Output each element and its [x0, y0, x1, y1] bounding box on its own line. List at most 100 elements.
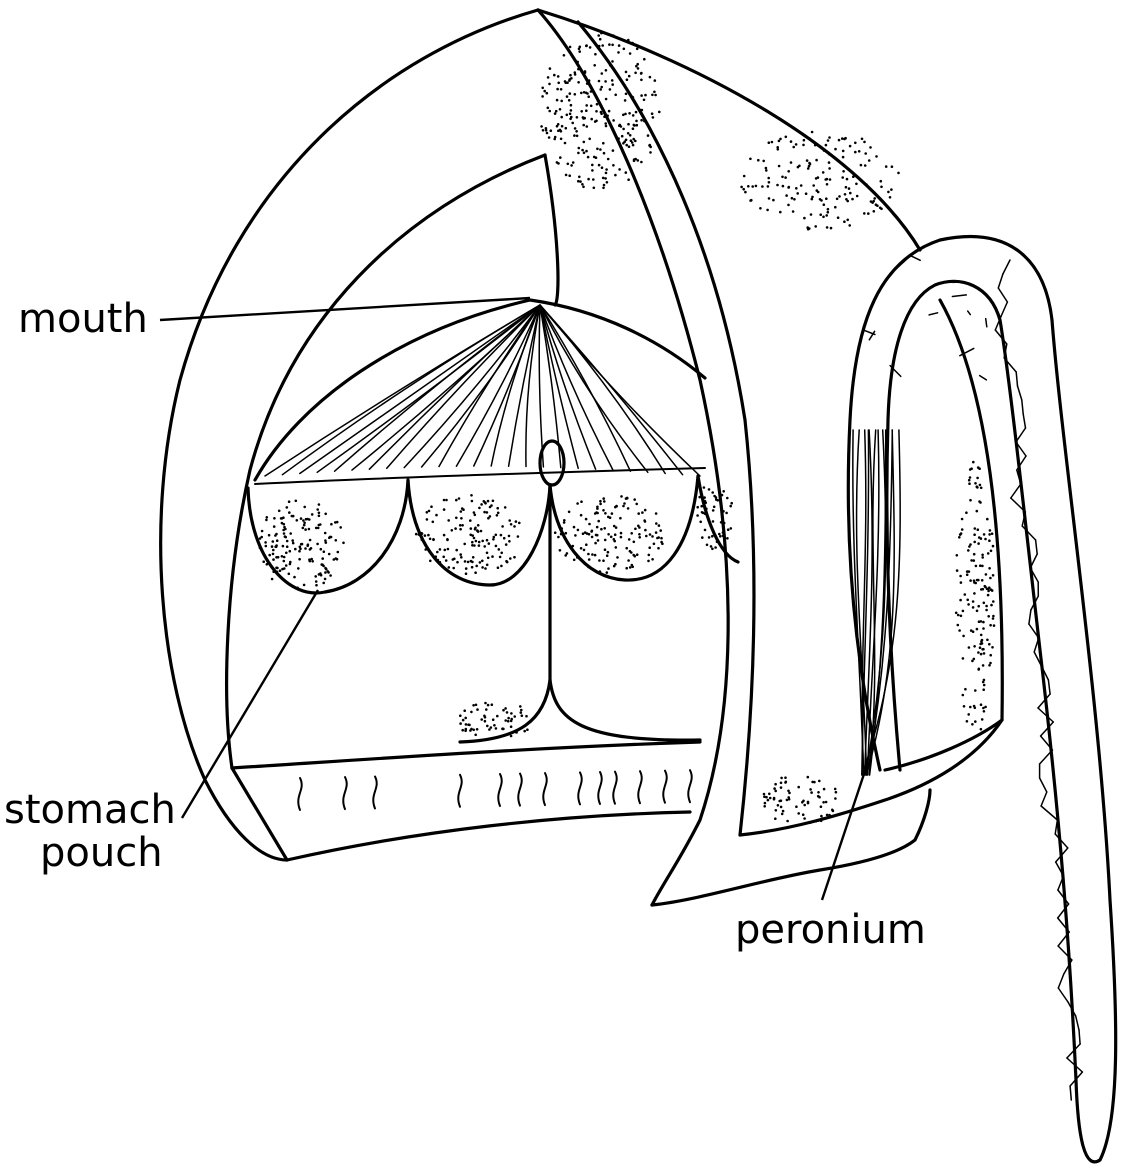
- stipple-dot: [956, 554, 959, 557]
- stipple-dot: [635, 111, 638, 114]
- stipple-dot: [630, 532, 633, 535]
- stipple-dot: [596, 506, 599, 509]
- tentacle-strand: [929, 313, 938, 315]
- stipple-dot: [814, 225, 817, 228]
- stipple-dot: [495, 534, 498, 537]
- stipple-dot: [303, 524, 306, 527]
- stipple-dot: [612, 149, 615, 152]
- tentacle-strand: [1003, 260, 1010, 274]
- stipple-dot: [987, 590, 990, 593]
- stipple-dot: [591, 530, 594, 533]
- stipple-dot: [583, 91, 586, 94]
- stipple-dot: [607, 533, 610, 536]
- stipple-dot: [627, 178, 630, 181]
- tentacle-strand: [1041, 806, 1057, 820]
- tentacle-strand: [1079, 1030, 1080, 1044]
- stipple-dot: [981, 718, 984, 721]
- stipple-dot: [493, 724, 496, 727]
- stipple-dot: [956, 569, 959, 572]
- stipple-dot: [978, 668, 981, 671]
- stipple-dot: [564, 554, 567, 557]
- stipple-dot: [803, 139, 806, 142]
- stipple-dot: [459, 714, 462, 717]
- stipple-dot: [301, 543, 304, 546]
- stipple-dot: [597, 34, 600, 37]
- stipple-dot: [587, 178, 590, 181]
- stipple-dot: [578, 50, 581, 53]
- stipple-dot: [596, 148, 599, 151]
- stipple-dot: [649, 533, 652, 536]
- stipple-dot: [844, 193, 847, 196]
- stipple-dot: [699, 521, 702, 524]
- stipple-dot: [594, 120, 597, 123]
- stipple-dot: [834, 797, 837, 800]
- stipple-dot: [459, 524, 462, 527]
- stipple-dot: [708, 536, 711, 539]
- stipple-dot: [803, 804, 806, 807]
- stipple-dot: [643, 519, 646, 522]
- stipple-dot: [288, 511, 291, 514]
- stipple-dot: [890, 188, 893, 191]
- stipple-dot: [637, 67, 640, 70]
- stipple-dot: [429, 560, 432, 563]
- stipple-dot: [611, 60, 614, 63]
- stipple-dot: [507, 717, 510, 720]
- stipple-dot: [548, 110, 551, 113]
- stomach-pouch-stipple: [259, 486, 838, 824]
- stipple-dot: [730, 502, 733, 505]
- manubrium-fibre: [539, 305, 543, 467]
- stipple-dot: [303, 522, 306, 525]
- manubrium-fibre: [540, 305, 613, 470]
- stipple-dot: [989, 577, 992, 580]
- stipple-dot: [880, 186, 883, 189]
- stipple-dot: [426, 511, 429, 514]
- stipple-dot: [330, 536, 333, 539]
- stipple-dot: [588, 138, 591, 141]
- stipple-dot: [281, 555, 284, 558]
- stipple-dot: [587, 553, 590, 556]
- stipple-dot: [810, 213, 813, 216]
- stipple-dot: [282, 516, 285, 519]
- stipple-dot: [455, 549, 458, 552]
- stipple-dot: [597, 520, 600, 523]
- stipple-dot: [460, 517, 463, 520]
- tentacle-strand: [1058, 988, 1068, 1002]
- stipple-dot: [614, 506, 617, 509]
- stipple-dot: [986, 639, 989, 642]
- stipple-dot: [962, 657, 965, 660]
- stipple-dot: [855, 183, 858, 186]
- stipple-dot: [827, 139, 830, 142]
- stipple-dot: [973, 592, 976, 595]
- stipple-dot: [556, 88, 559, 91]
- stipple-dot: [564, 80, 567, 83]
- stipple-dot: [982, 621, 985, 624]
- stipple-dot: [415, 533, 418, 536]
- stipple-dot: [315, 580, 318, 583]
- stipple-dot: [730, 527, 733, 530]
- stipple-dot: [648, 554, 651, 557]
- stipple-dot: [969, 476, 972, 479]
- stipple-dot: [722, 490, 725, 493]
- stipple-dot: [819, 213, 822, 216]
- stipple-dot: [430, 505, 433, 508]
- stipple-dot: [602, 509, 605, 512]
- stipple-dot: [992, 617, 995, 620]
- stipple-dot: [601, 44, 604, 47]
- stipple-dot: [321, 557, 324, 560]
- stipple-dot: [763, 795, 766, 798]
- stipple-dot: [540, 125, 543, 128]
- stipple-dot: [324, 578, 327, 581]
- stipple-dot: [322, 582, 325, 585]
- stipple-dot: [484, 720, 487, 723]
- stipple-dot: [296, 519, 299, 522]
- stipple-dot: [599, 38, 602, 41]
- peronium-strands: [853, 430, 900, 775]
- stipple-dot: [711, 491, 714, 494]
- tentacle-strand: [909, 255, 920, 260]
- stipple-dot: [500, 552, 503, 555]
- stipple-dot: [569, 118, 572, 121]
- stipple-dot: [275, 546, 278, 549]
- stipple-dot: [453, 558, 456, 561]
- stipple-dot: [463, 709, 466, 712]
- stipple-dot: [620, 495, 623, 498]
